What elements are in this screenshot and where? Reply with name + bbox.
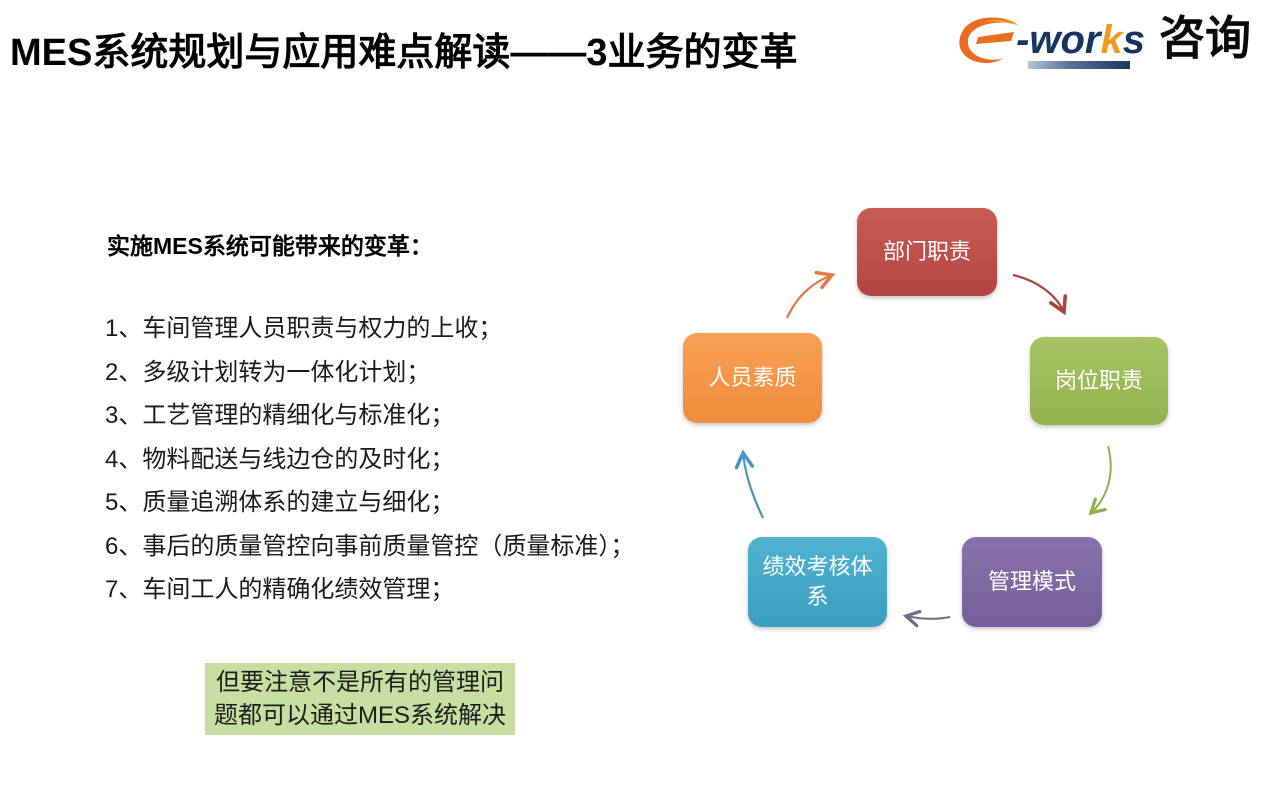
node-label: 岗位职责 [1054, 368, 1143, 393]
node-label: 部门职责 [882, 239, 971, 264]
list-item: 5、质量追溯体系的建立与细化； [105, 489, 455, 516]
list-item: 4、物料配送与线边仓的及时化； [105, 445, 455, 473]
logo-underline-bar [1028, 61, 1131, 69]
node-label: 绩效考核体系 [762, 554, 873, 609]
list-item: 1、车间管理人员职责与权力的上收； [105, 315, 503, 342]
logo-consulting-label: 咨询 [1159, 12, 1251, 64]
e-works-logo: -works 咨询 [956, 12, 1251, 69]
list-item: 7、车间工人的精确化绩效管理； [105, 576, 455, 603]
node-management-mode: 管理模式 [962, 537, 1102, 627]
change-list: 1、车间管理人员职责与权力的上收； 2、多级计划转为一体化计划； 3、工艺管理的… [105, 307, 634, 612]
logo-wordmark-s: s [1122, 18, 1145, 62]
list-item: 2、多级计划转为一体化计划； [105, 358, 431, 386]
note-text: 但要注意不是所有的管理问题都可以通过MES系统解决 [213, 669, 506, 729]
change-cycle-diagram: 部门职责 岗位职责 管理模式 绩效考核体系 人员素质 [660, 190, 1180, 660]
node-personnel-quality: 人员素质 [683, 333, 822, 423]
e-works-swoosh-icon [959, 17, 1019, 64]
logo-wordmark-wor: -wor [1016, 18, 1101, 62]
arrow-position-to-management [1088, 445, 1112, 516]
node-label: 管理模式 [987, 569, 1076, 594]
node-label: 人员素质 [708, 365, 797, 390]
list-item: 3、工艺管理的精细化与标准化； [105, 402, 455, 429]
arrow-performance-to-personnel [734, 449, 764, 519]
arrow-management-to-performance [902, 609, 951, 628]
logo-wordmark-k: k [1100, 18, 1123, 62]
note-box: 但要注意不是所有的管理问题都可以通过MES系统解决 [205, 663, 515, 735]
arrow-department-to-position [1012, 273, 1067, 316]
node-position-responsibilities: 岗位职责 [1030, 337, 1168, 425]
node-department-responsibilities: 部门职责 [857, 208, 997, 296]
list-item: 6、事后的质量管控向事前质量管控（质量标准）； [105, 532, 635, 560]
slide-title: MES系统规划与应用难点解读——3业务的变革 [10, 32, 798, 74]
node-performance-appraisal-system: 绩效考核体系 [748, 537, 887, 627]
content-heading: 实施MES系统可能带来的变革： [107, 233, 433, 259]
logo-wordmark: -works [1016, 18, 1145, 69]
arrow-personnel-to-department [786, 270, 836, 319]
